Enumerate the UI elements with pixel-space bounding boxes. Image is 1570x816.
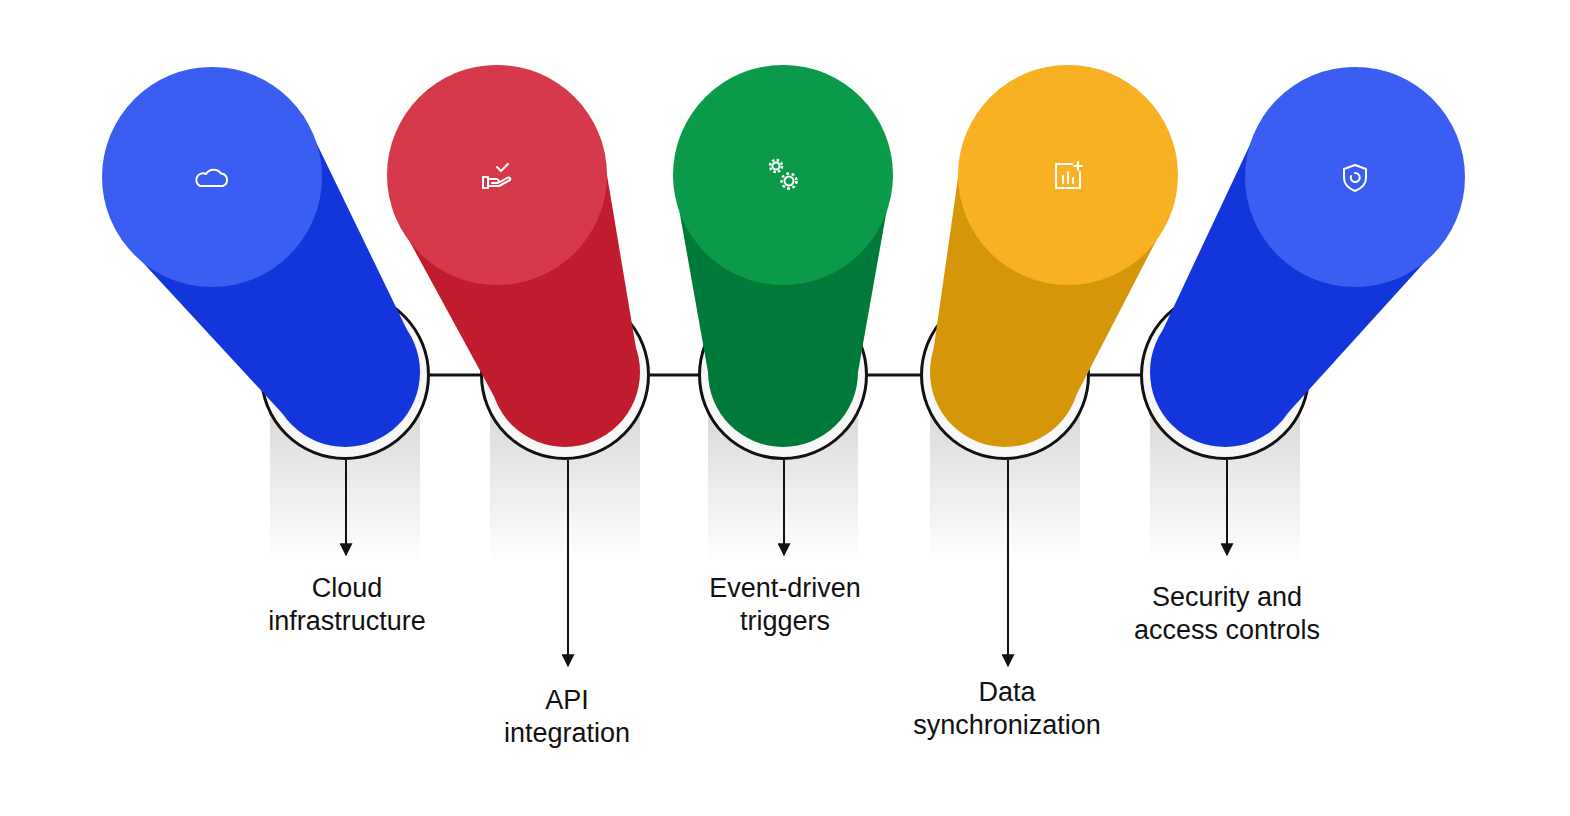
ring-outline bbox=[480, 290, 650, 460]
icon-stroke bbox=[785, 176, 794, 185]
icon-stroke bbox=[497, 164, 508, 171]
link-line bbox=[430, 374, 480, 377]
cylinder-body bbox=[121, 115, 407, 414]
cylinder bbox=[930, 65, 1178, 447]
step-label: Cloud infrastructure bbox=[247, 572, 447, 638]
link-line bbox=[650, 374, 698, 377]
leader-arrow bbox=[345, 460, 347, 555]
ring-node: Security and access controls bbox=[1140, 290, 1310, 460]
cylinder bbox=[673, 65, 893, 447]
icon-stroke bbox=[1344, 165, 1366, 191]
ring-circle bbox=[482, 292, 649, 459]
cylinder-end bbox=[270, 297, 420, 447]
icon-stroke bbox=[196, 170, 227, 186]
leader-arrows bbox=[346, 460, 1227, 666]
cylinder bbox=[1150, 67, 1465, 447]
step-icon bbox=[770, 160, 797, 189]
step-label: API integration bbox=[487, 684, 647, 750]
ring-outline bbox=[1140, 290, 1310, 460]
ring-node: Cloud infrastructure bbox=[260, 290, 430, 460]
cylinder bbox=[102, 67, 420, 447]
cylinder-face bbox=[1245, 67, 1465, 287]
ring-circle bbox=[922, 292, 1089, 459]
step-label: Event-driven triggers bbox=[685, 572, 885, 638]
icon-stroke bbox=[488, 179, 499, 183]
cylinder-end bbox=[490, 297, 640, 447]
ring-circle bbox=[700, 292, 867, 459]
ring-node: Event-driven triggers bbox=[698, 290, 868, 460]
icon-stroke bbox=[1351, 173, 1360, 182]
ring-outline bbox=[260, 290, 430, 460]
link-line bbox=[868, 374, 920, 377]
cylinder-face bbox=[102, 67, 322, 287]
step-icon bbox=[1344, 165, 1366, 191]
gear-teeth bbox=[770, 160, 782, 172]
leader-arrow bbox=[1007, 460, 1009, 666]
step-icon bbox=[483, 164, 510, 188]
icon-stroke bbox=[1063, 172, 1073, 183]
leader-arrow bbox=[567, 460, 569, 666]
icon-stroke bbox=[773, 163, 780, 170]
leader-arrow bbox=[783, 460, 785, 555]
link-line bbox=[1090, 374, 1140, 377]
cylinder bbox=[387, 65, 640, 447]
cylinder-body bbox=[393, 139, 636, 396]
step-label: Security and access controls bbox=[1112, 581, 1342, 647]
icon-stroke bbox=[483, 177, 488, 188]
icon-stroke bbox=[1056, 164, 1080, 188]
cylinder-face bbox=[958, 65, 1178, 285]
cylinder-end bbox=[1150, 297, 1300, 447]
icon-stroke bbox=[1074, 162, 1082, 170]
cylinder-face bbox=[673, 65, 893, 285]
ring-node: API integration bbox=[480, 290, 650, 460]
cylinder-body bbox=[1163, 116, 1447, 414]
step-icon bbox=[1056, 162, 1082, 188]
leader-arrow bbox=[1226, 460, 1228, 555]
gear-teeth bbox=[782, 174, 797, 189]
ring-outline bbox=[920, 290, 1090, 460]
cylinder-face bbox=[387, 65, 607, 285]
ring-circle bbox=[1142, 292, 1309, 459]
icon-stroke bbox=[488, 178, 510, 186]
cylinder-end bbox=[708, 297, 858, 447]
step-label: Data synchronization bbox=[887, 676, 1127, 742]
ring-outline bbox=[698, 290, 868, 460]
cylinder-body bbox=[673, 175, 893, 372]
cylinder-body bbox=[934, 141, 1173, 394]
ring-node: Data synchronization bbox=[920, 290, 1090, 460]
step-icon bbox=[196, 170, 227, 186]
cylinder-end bbox=[930, 297, 1080, 447]
ring-circle bbox=[262, 292, 429, 459]
